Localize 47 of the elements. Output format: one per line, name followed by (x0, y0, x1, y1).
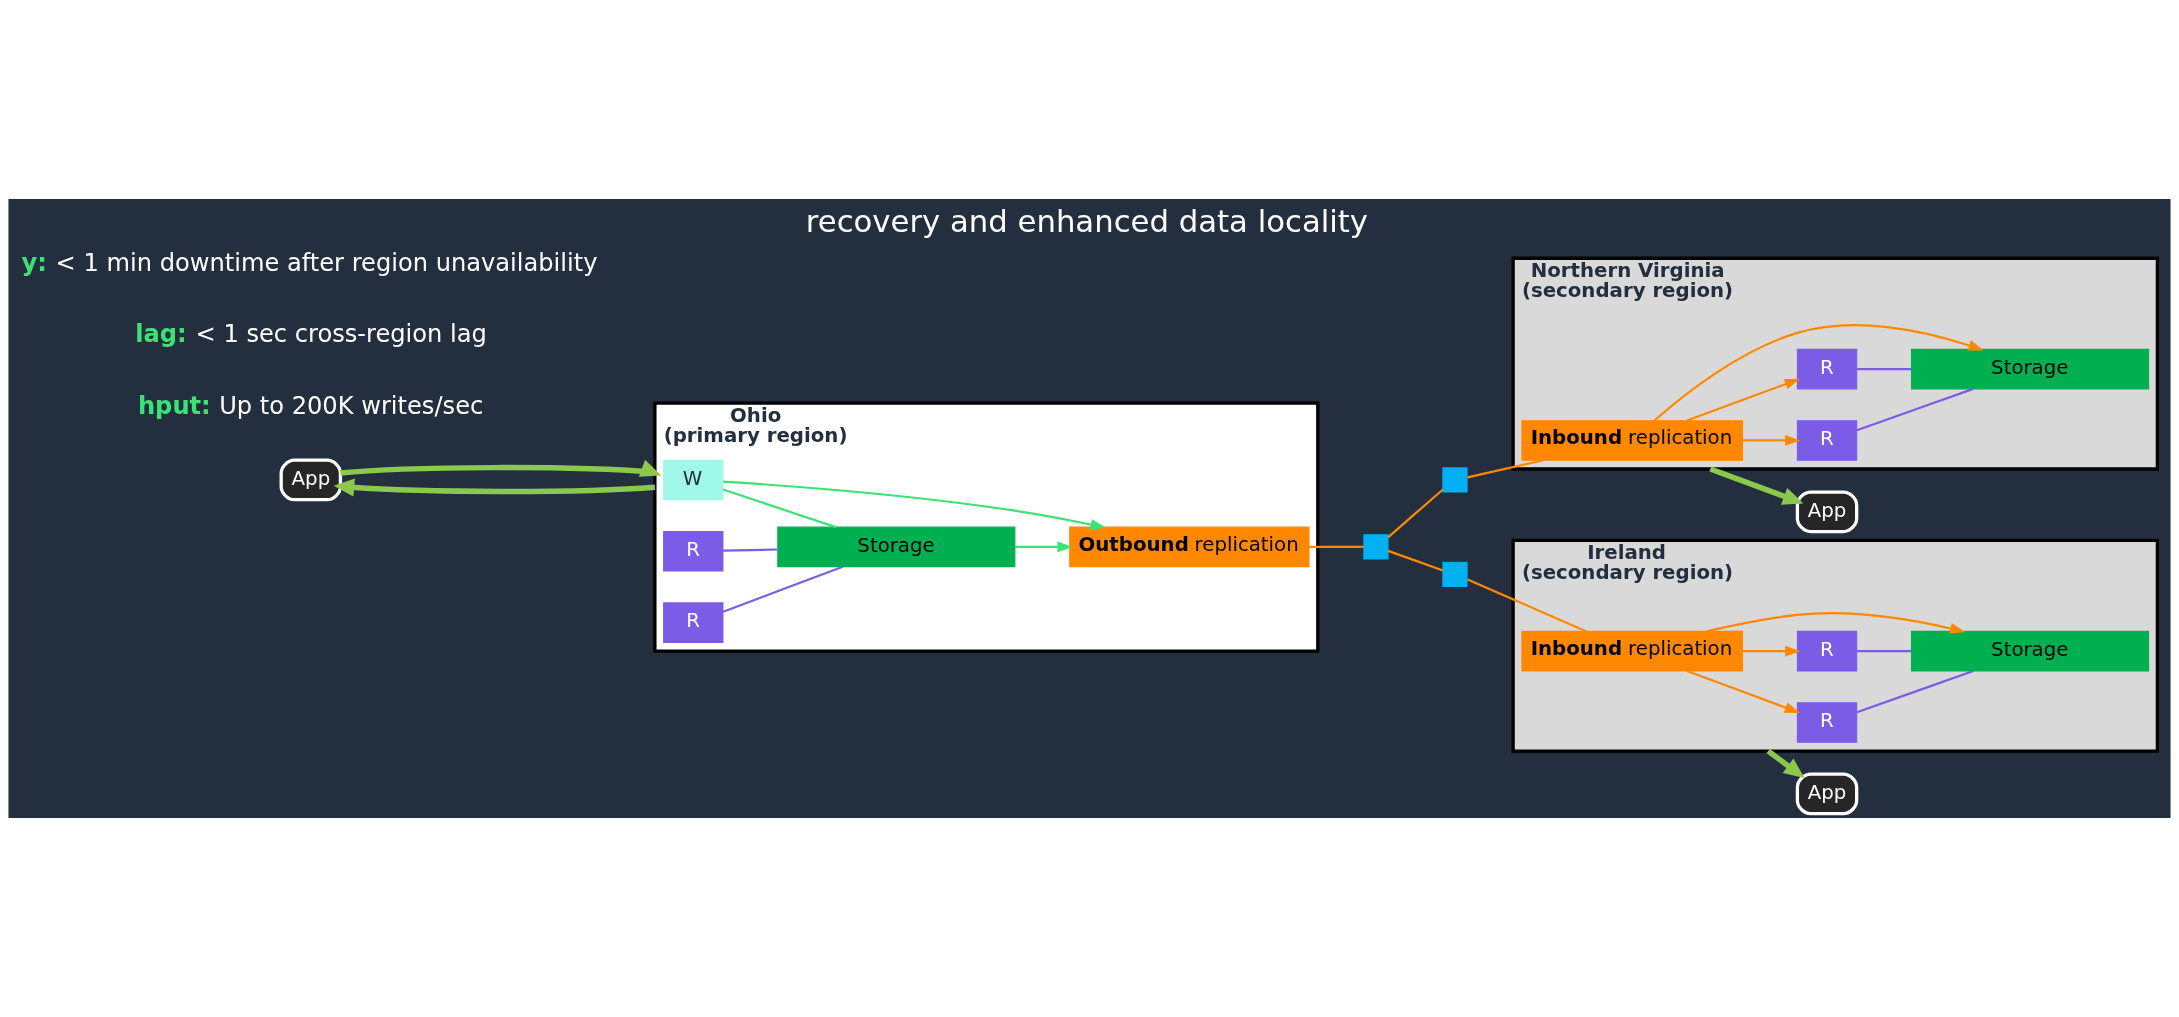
connector (1467, 459, 1544, 479)
connector (1387, 549, 1444, 572)
arrow (1742, 435, 1801, 446)
arrow (1766, 748, 1805, 779)
diagram-title: recovery and enhanced data locality (805, 203, 1369, 240)
connector (722, 488, 837, 529)
node-box: R (663, 602, 724, 643)
node-box: App (1795, 490, 1859, 534)
node-box: R (1796, 630, 1858, 672)
arrow (340, 459, 662, 477)
node-box: R (1796, 420, 1858, 461)
node-box: App (1795, 772, 1859, 816)
arrow (1709, 466, 1804, 505)
connector (1467, 578, 1587, 633)
node-box: Inbound replication (1521, 630, 1744, 672)
connector (1387, 488, 1444, 539)
arrow (333, 478, 656, 497)
node-box: R (1796, 702, 1858, 743)
arrow (1653, 324, 1984, 422)
connector (1856, 387, 1974, 432)
label: hput: Up to 200K writes/sec (137, 391, 484, 420)
arrow (1742, 645, 1801, 657)
arrow (1686, 378, 1801, 422)
arrow (1706, 612, 1966, 634)
connector (722, 565, 844, 613)
node-box (1442, 561, 1468, 587)
node-box: Storage (1911, 348, 2150, 390)
node-box: R (1796, 348, 1858, 390)
connector (1856, 669, 1974, 714)
node-box: Storage (1911, 630, 2150, 672)
arrow (1686, 670, 1801, 713)
node-box: Storage (777, 526, 1016, 568)
node-box: R (663, 531, 724, 572)
node-box (1363, 534, 1389, 560)
node-box (1442, 467, 1468, 493)
node-box: Inbound replication (1521, 420, 1744, 461)
connector (1856, 650, 1912, 653)
node-box: W (663, 459, 724, 501)
node-box: App (279, 458, 343, 502)
label: y: < 1 min downtime after region unavailability (21, 249, 598, 277)
arrow (723, 480, 1106, 530)
connector (1309, 545, 1364, 548)
connector (723, 548, 778, 552)
connector (1856, 368, 1912, 371)
node-box: Outbound replication (1069, 526, 1310, 568)
label: lag: < 1 sec cross-region lag (135, 320, 487, 349)
arrow (1014, 541, 1073, 553)
